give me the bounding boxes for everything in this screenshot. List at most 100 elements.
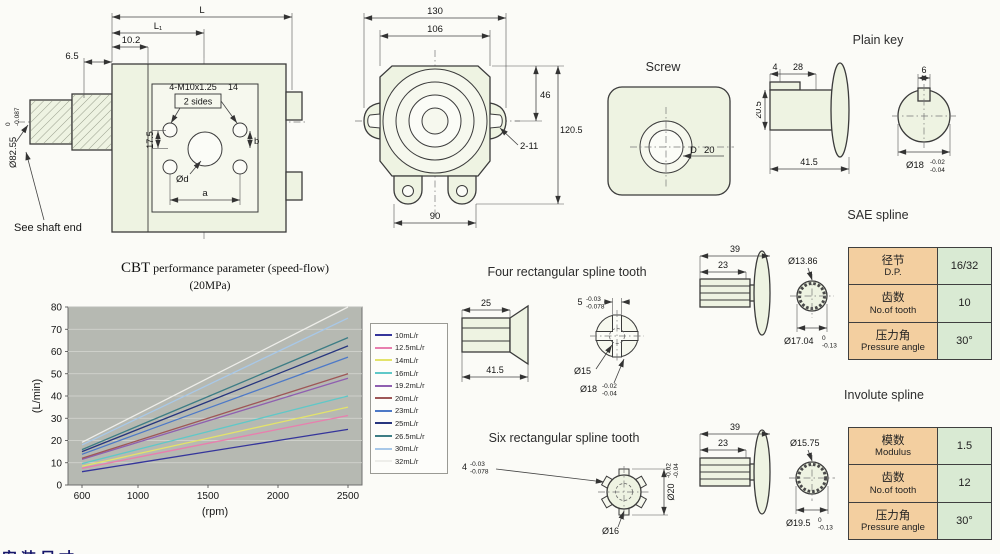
dim-label: 90 <box>430 211 441 222</box>
dim-D20: D 20 <box>683 145 724 159</box>
series-line-30mL/r <box>81 317 349 446</box>
param-value: 1.5 <box>938 428 991 465</box>
series-line-10mL/r <box>81 428 349 473</box>
dim-L: L <box>111 5 293 90</box>
shaft <box>29 93 113 151</box>
legend-label: 16mL/r <box>395 368 419 378</box>
legend-label: 23mL/r <box>395 406 419 416</box>
legend-label: 20mL/r <box>395 393 419 403</box>
dim-label: 46 <box>540 90 551 101</box>
dim-dia-bottom: Ø19.5 0 -0.13 <box>786 486 833 532</box>
y-tick-label: 60 <box>51 347 63 358</box>
dim-label: D <box>690 145 697 156</box>
dim-dia-20: Ø20 -0.02 -0.04 <box>632 463 680 516</box>
dim-39: 39 <box>699 244 770 278</box>
y-tick-label: 0 <box>56 481 62 492</box>
dim-label: Ø16 <box>602 526 619 536</box>
param-name-cn: 压力角 <box>875 509 911 522</box>
drawing-title: Plain key <box>853 33 904 47</box>
bolt-depth: 14 <box>228 82 238 92</box>
legend-swatch <box>375 435 392 438</box>
legend-label: 19.2mL/r <box>395 381 425 391</box>
legend-label: 10mL/r <box>395 330 419 340</box>
dim-label: Ø15 <box>574 366 591 376</box>
chart-title-rest: performance parameter (speed-flow) <box>150 261 330 275</box>
tolerance-lower: -0.04 <box>602 391 617 398</box>
dim-a: a <box>169 174 241 205</box>
dim-label: Ø19.5 <box>786 518 811 528</box>
x-tick-label: 2500 <box>337 491 360 502</box>
dim-label: 106 <box>427 24 443 35</box>
param-value: 12 <box>938 465 991 502</box>
dim-label: 20.5 <box>756 101 763 119</box>
pump-front-view: 130 106 46 120.5 2-11 90 <box>355 6 583 228</box>
dim-label: 28 <box>793 62 803 72</box>
legend-swatch <box>375 359 392 362</box>
dim-41-5: 41.5 <box>769 130 850 174</box>
screw-body <box>607 86 734 196</box>
tolerance-upper: -0.02 <box>602 383 617 390</box>
dim-label: 6.5 <box>65 51 78 62</box>
drawing-title: Involute spline <box>844 388 924 402</box>
six-spline-drawing: Six rectangular spline tooth 4 -0.03 -0.… <box>462 431 680 536</box>
legend-swatch <box>375 346 392 349</box>
dim-dia-18: Ø18 -0.02 -0.04 <box>897 124 951 174</box>
dim-label: 41.5 <box>486 365 504 375</box>
dim-label: L₁ <box>154 21 163 32</box>
param-value: 30° <box>938 322 991 359</box>
dim-2-11: 2-11 <box>499 127 538 152</box>
legend-swatch <box>375 384 392 387</box>
sae-spline-drawing: SAE spline 39 23 Ø13.86 <box>699 208 909 350</box>
clipped-footer-text: 安装尺寸 <box>2 547 78 554</box>
legend-swatch <box>375 447 392 450</box>
y-tick-label: 80 <box>51 303 63 314</box>
legend-item: 30mL/r <box>375 442 443 455</box>
dim-label: 39 <box>730 244 740 254</box>
dim-label: Ø18 <box>580 384 597 394</box>
dim-label: a <box>202 188 208 199</box>
dim-L1: L₁ <box>112 21 205 58</box>
spline-side-view <box>699 250 771 336</box>
bolt-sides: 2 sides <box>184 97 213 107</box>
legend-swatch <box>375 372 392 375</box>
series-line-14mL/r <box>81 406 349 467</box>
bolt-spec: 4-M10x1.25 <box>169 82 217 92</box>
series-line-23mL/r <box>81 356 349 455</box>
spline-end-view <box>598 466 650 520</box>
dim-23: 23 <box>700 260 747 279</box>
drawing-title: SAE spline <box>847 208 908 222</box>
dim-label: 6 <box>921 65 926 75</box>
param-name-cn: 压力角 <box>875 329 911 342</box>
series-line-26.5mL/r <box>81 337 349 451</box>
legend-item: 26.5mL/r <box>375 430 443 443</box>
legend-item: 25mL/r <box>375 417 443 430</box>
y-tick-label: 70 <box>51 325 63 336</box>
series-line-25mL/r <box>81 345 349 453</box>
series-line-12.5mL/r <box>81 414 349 469</box>
dim-label: 120.5 <box>560 125 583 135</box>
dim-46: 46 <box>492 65 551 122</box>
shaft-end-note: See shaft end <box>14 151 82 234</box>
dim-label: L <box>199 5 204 16</box>
y-tick-label: 20 <box>51 436 63 447</box>
dim-label: 25 <box>481 298 491 308</box>
param-name-en: No.of tooth <box>869 484 917 496</box>
tolerance-upper: 0 <box>822 335 826 342</box>
dim-label: Ød <box>176 174 189 185</box>
legend-label: 25mL/r <box>395 418 419 428</box>
chart-subtitle: (20MPa) <box>189 280 231 292</box>
dim-dia-16: Ø16 <box>602 510 625 536</box>
dim-4: 4 -0.03 -0.078 <box>462 461 605 484</box>
x-axis-label: (rpm) <box>202 506 228 518</box>
tolerance-lower: -0.078 <box>470 469 489 476</box>
spline-end-view <box>590 310 644 362</box>
legend-label: 26.5mL/r <box>395 431 425 441</box>
drawing-title: Four rectangular spline tooth <box>487 265 646 279</box>
dim-dia-top: Ø13.86 <box>788 256 818 281</box>
legend-swatch <box>375 397 392 400</box>
